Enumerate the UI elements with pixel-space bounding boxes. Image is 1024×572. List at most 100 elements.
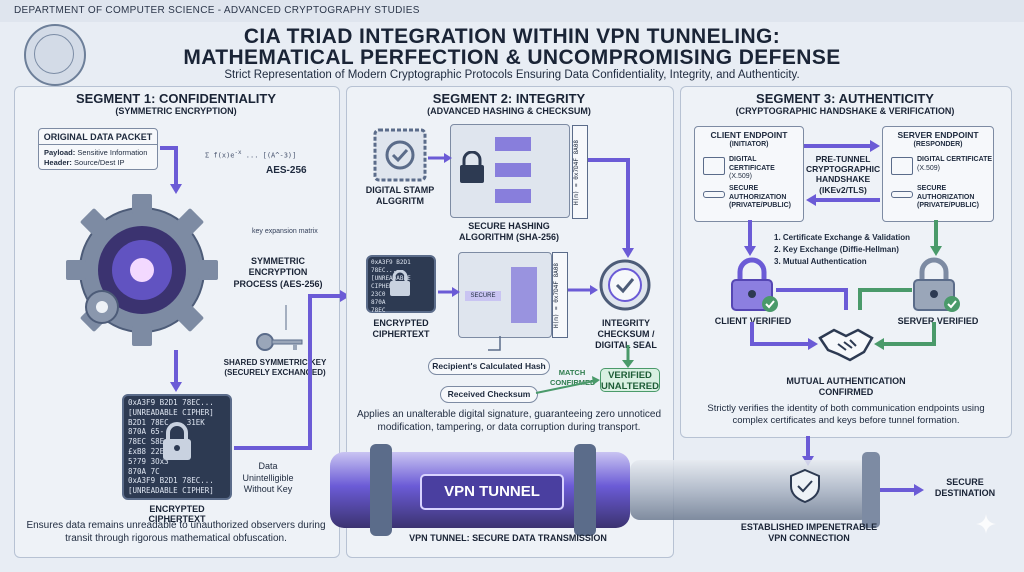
cipher-line: 23C0 xyxy=(371,291,386,298)
segment2-description: Applies an unalterable digital signature… xyxy=(356,409,662,433)
hash-algorithm-box xyxy=(450,124,570,218)
hash-block xyxy=(495,137,531,151)
divider xyxy=(39,144,157,145)
hash-algo-label: SECURE HASHING ALGORITHM (SHA-256) xyxy=(458,221,559,242)
server-auth-type: (PRIVATE/PUBLIC) xyxy=(917,202,979,209)
original-data-packet: ORIGINAL DATA PACKET Payload: Sensitive … xyxy=(38,128,158,170)
server-title: SERVER ENDPOINT xyxy=(897,130,979,140)
match-label: MATCH CONFIRMED xyxy=(550,368,596,387)
key-icon xyxy=(256,333,303,351)
seal-inner-ring xyxy=(34,34,74,74)
digital-stamp-icon xyxy=(373,128,427,182)
secure-destination-label: SECURE DESTINATION xyxy=(934,477,996,498)
sparkle-icon xyxy=(976,514,996,534)
segment2-title: SEGMENT 2: INTEGRITY xyxy=(432,91,586,106)
server-cert: DIGITAL CERTIFICATE (X.509) xyxy=(917,156,992,173)
vpn-tunnel-label: VPN TUNNEL xyxy=(420,474,564,510)
mutual-auth-label: MUTUAL AUTHENTICATION CONFIRMED xyxy=(786,376,906,397)
handshake-steps: 1. Certificate Exchange & Validation 2. … xyxy=(774,232,910,268)
cipher-line: 0xA3F9 B2D1 78EC... xyxy=(128,398,214,407)
recipient-hash-pill: Recipient's Calculated Hash xyxy=(428,358,550,375)
header-row: Header: Source/Dest IP xyxy=(44,158,124,167)
header-value: Source/Dest IP xyxy=(74,158,125,167)
cipher-line: 870A xyxy=(371,299,386,306)
department-label: DEPARTMENT OF COMPUTER SCIENCE - ADVANCE… xyxy=(14,5,420,16)
client-title: CLIENT ENDPOINT xyxy=(710,130,788,140)
padlock-icon xyxy=(163,422,191,460)
unintelligible-label: Data Unintelligible Without Key xyxy=(242,461,294,495)
segment1-subtitle: (SYMMETRIC ENCRYPTION) xyxy=(115,106,237,116)
handshake-label: PRE-TUNNEL CRYPTOGRAPHIC HANDSHAKE (IKEv… xyxy=(806,154,881,195)
server-lock-icon xyxy=(913,257,960,312)
cipher-line: B2D1 78EC... 31EK xyxy=(128,417,205,427)
hash-padlock-icon xyxy=(460,151,484,183)
secure-hash-box: SECURE xyxy=(458,252,552,338)
server-cert-type: (X.509) xyxy=(917,164,940,172)
padlock-icon-2 xyxy=(390,270,410,296)
client-lock-icon xyxy=(731,257,778,312)
client-role: (INITIATOR) xyxy=(729,141,769,148)
segment3-subtitle: (CRYPTOGRAPHIC HANDSHAKE & VERIFICATION) xyxy=(735,106,955,116)
stamp-label: DIGITAL STAMP ALGGRITM xyxy=(365,185,435,206)
aes-label: AES-256 xyxy=(266,165,307,176)
cipher-line: 870A 65- xyxy=(128,427,165,437)
cipher-line: 0xA3F9 B2D1 78EC... xyxy=(371,259,411,274)
client-auth-label: SECURE AUTHORIZATION xyxy=(729,185,787,201)
header-label: Header: xyxy=(44,158,72,167)
segment2-subtitle: (ADVANCED HASHING & CHECKSUM) xyxy=(427,106,591,116)
cipher-line: 5?79 3Ox3 xyxy=(128,456,169,466)
symmetric-process-label: SYMMETRIC ENCRYPTION PROCESS (AES-256) xyxy=(233,256,323,289)
secure-tag: SECURE xyxy=(465,291,501,301)
segment3-title: SEGMENT 3: AUTHENTICITY xyxy=(756,91,934,106)
payload-row: Payload: Sensitive Information xyxy=(44,148,147,157)
vpn-tunnel-caption: VPN TUNNEL: SECURE DATA TRANSMISSION xyxy=(409,533,607,543)
small-gear-icon xyxy=(85,290,119,324)
segment1-description: Ensures data remains unreadable to unaut… xyxy=(26,520,326,544)
server-auth: SECURE AUTHORIZATION (PRIVATE/PUBLIC) xyxy=(917,185,993,211)
server-auth-label: SECURE AUTHORIZATION xyxy=(917,185,975,201)
hash-block xyxy=(495,189,531,203)
hash-block xyxy=(495,163,531,177)
page-title-line2: MATHEMATICAL PERFECTION & UNCOMPROMISING… xyxy=(183,46,841,69)
server-role: (RESPONDER) xyxy=(913,141,963,148)
cipher-line: 0xA3F9 B2D1 78EC... xyxy=(128,476,214,486)
received-checksum-pill: Received Checksum xyxy=(440,386,538,403)
payload-label: Payload: xyxy=(44,148,76,157)
certificate-icon xyxy=(703,157,725,175)
cipher-line: [UNREADABLE CIPHER] xyxy=(128,407,214,417)
established-label: ESTABLISHED IMPENETRABLE VPN CONNECTION xyxy=(740,522,878,543)
server-key-icon xyxy=(891,191,913,198)
ciphertext-caption-2: ENCRYPTED CIPHERTEXT xyxy=(372,318,430,339)
hash-stack xyxy=(511,267,537,323)
client-auth: SECURE AUTHORIZATION (PRIVATE/PUBLIC) xyxy=(729,185,803,211)
client-auth-type: (PRIVATE/PUBLIC) xyxy=(729,202,791,209)
cipher-line: [UNREADABLE CIPHER] xyxy=(371,275,411,290)
cipher-line: 78EC S8E xyxy=(128,437,165,447)
ciphertext-caption: ENCRYPTED CIPHERTEXT xyxy=(148,504,206,524)
original-packet-heading: ORIGINAL DATA PACKET xyxy=(43,132,153,142)
verified-box: VERIFIED UNALTERED xyxy=(600,368,660,392)
integrity-seal-icon xyxy=(599,259,651,311)
segment1-title: SEGMENT 1: CONFIDENTIALITY xyxy=(75,91,277,106)
client-key-icon xyxy=(703,191,725,198)
top-bar xyxy=(0,0,1024,22)
client-verified-label: CLIENT VERIFIED xyxy=(714,316,792,326)
key-expansion-label: key expansion matrix xyxy=(252,228,318,235)
cipher-line: 78EC xyxy=(371,307,386,314)
formula-decor: Σ f(x)e-x ... [(A^-3)] xyxy=(205,150,297,160)
handshake-icon xyxy=(818,328,874,362)
payload-value: Sensitive Information xyxy=(77,148,148,157)
university-seal-icon xyxy=(24,24,86,86)
segment3-description: Strictly verifies the identity of both c… xyxy=(707,403,985,427)
cipher-line: [UNREADABLE CIPHER] xyxy=(128,486,214,496)
step-2: 2. Key Exchange (Diffie-Hellman) xyxy=(774,245,899,254)
cipher-line: £xB8 22E3 xyxy=(128,446,169,456)
step-3: 3. Mutual Authentication xyxy=(774,257,867,266)
server-cert-label: DIGITAL CERTIFICATE xyxy=(917,156,993,163)
certificate-icon xyxy=(891,157,913,175)
checksum-label: INTEGRITY CHECKSUM / DIGITAL SEAL xyxy=(595,318,657,350)
page-subtitle: Strict Representation of Modern Cryptogr… xyxy=(224,69,800,81)
